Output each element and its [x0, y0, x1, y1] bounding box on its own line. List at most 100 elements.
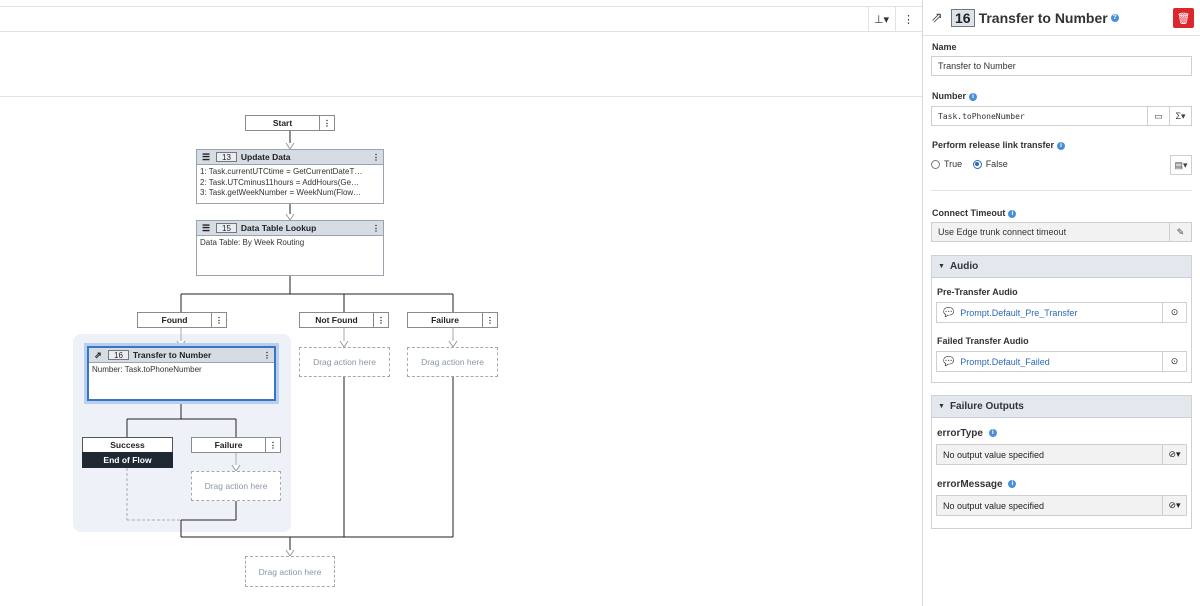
failed-transfer-label: Failed Transfer Audio — [937, 336, 1029, 346]
pre-transfer-value[interactable]: Prompt.Default_Pre_Transfer — [960, 307, 1078, 318]
update-line-1: 1: Task.currentUTCtime = GetCurrentDateT… — [200, 167, 363, 176]
branch-label: Not Found — [315, 315, 358, 325]
drop-label: Drag action here — [258, 566, 322, 577]
failed-transfer-field[interactable]: 💬 Prompt.Default_Failed ⊙ — [936, 351, 1187, 372]
canvas-more-button[interactable]: ⋮ — [895, 7, 921, 31]
info-icon[interactable]: i — [1057, 141, 1066, 150]
speech-bubble-icon: 💬 — [943, 307, 955, 317]
transfer-to-number-node[interactable]: ⇗ 16 Transfer to Number ⋮ Number: Task.t… — [87, 346, 276, 401]
number-input[interactable]: Task.toPhoneNumber ▭ Σ▾ — [931, 106, 1192, 126]
radio-true[interactable]: True — [931, 159, 962, 169]
connect-timeout-value: Use Edge trunk connect timeout — [938, 227, 1067, 237]
properties-panel: ⇗ 16 Transfer to Number ? 🗑 Name Transfe… — [922, 0, 1200, 606]
database-icon: ☰ — [201, 222, 211, 233]
update-line-3: 3: Task.getWeekNumber = WeekNum(Flow… — [200, 188, 362, 197]
branch-menu-icon[interactable]: ⋮ — [265, 438, 280, 452]
pre-transfer-label: Pre-Transfer Audio — [937, 287, 1018, 297]
node-header: ☰ 13 Update Data ⋮ — [197, 150, 383, 165]
release-options: True False — [931, 159, 1170, 171]
drop-zone-end[interactable]: Drag action here — [245, 556, 335, 587]
info-icon[interactable]: i — [969, 92, 978, 101]
help-icon[interactable]: ? — [1110, 13, 1119, 22]
vertical-ellipsis-icon: ⋮ — [903, 13, 914, 26]
end-of-flow-node[interactable]: End of Flow — [82, 452, 173, 468]
node-body: 1: Task.currentUTCtime = GetCurrentDateT… — [197, 165, 383, 201]
branch-menu-icon[interactable]: ⋮ — [211, 313, 226, 327]
node-number: 16 — [108, 350, 129, 360]
node-body: Data Table: By Week Routing — [197, 236, 383, 251]
node-title: Transfer to Number — [132, 350, 212, 360]
panel-node-number: 16 — [951, 8, 975, 27]
branch-label: Success — [110, 440, 145, 450]
play-icon[interactable]: ⊙ — [1162, 303, 1186, 322]
drop-zone-not-found[interactable]: Drag action here — [299, 347, 390, 377]
drop-label: Drag action here — [421, 357, 484, 367]
document-icon[interactable]: ▤▾ — [1170, 155, 1192, 175]
branch-menu-icon[interactable]: ⋮ — [373, 313, 388, 327]
failed-transfer-value[interactable]: Prompt.Default_Failed — [960, 356, 1050, 367]
speech-bubble-icon: 💬 — [943, 356, 955, 366]
start-menu-icon[interactable]: ⋮ — [319, 116, 334, 130]
release-radio-group: True False ▤▾ — [931, 155, 1192, 175]
canvas-divider — [0, 96, 922, 97]
branch-success[interactable]: Success — [82, 437, 173, 453]
branch-found[interactable]: Found ⋮ — [137, 312, 227, 328]
node-body: Number: Task.toPhoneNumber — [89, 363, 274, 378]
number-value: Task.toPhoneNumber — [938, 111, 1025, 121]
name-input[interactable]: Transfer to Number — [931, 56, 1192, 76]
node-header: ☰ 15 Data Table Lookup ⋮ — [197, 221, 383, 236]
branch-not-found[interactable]: Not Found ⋮ — [299, 312, 389, 328]
error-message-field[interactable]: No output value specified ⊘▾ — [936, 495, 1187, 516]
error-message-value: No output value specified — [943, 500, 1045, 511]
node-menu-icon[interactable]: ⋮ — [262, 349, 272, 360]
error-type-value: No output value specified — [943, 449, 1045, 460]
layout-button[interactable]: ⊥▾ — [868, 7, 894, 31]
info-icon[interactable]: i — [988, 429, 997, 438]
drop-zone-failure[interactable]: Drag action here — [407, 347, 498, 377]
node-title: Update Data — [240, 152, 291, 162]
pencil-icon[interactable]: ✎ — [1169, 223, 1191, 241]
info-icon[interactable]: i — [1008, 480, 1017, 489]
error-type-field[interactable]: No output value specified ⊘▾ — [936, 444, 1187, 465]
branch-label: Failure — [431, 315, 459, 325]
error-message-label-text: errorMessage — [937, 479, 1003, 490]
database-icon: ☰ — [201, 151, 211, 162]
branch-failure[interactable]: Failure ⋮ — [407, 312, 498, 328]
error-message-label: errorMessage i — [937, 479, 1017, 490]
audio-section: ▼ Audio Pre-Transfer Audio 💬 Prompt.Defa… — [931, 255, 1192, 383]
node-menu-icon[interactable]: ⋮ — [371, 151, 381, 162]
panel-title: Transfer to Number — [978, 9, 1108, 26]
lookup-line-1: Data Table: By Week Routing — [200, 238, 305, 247]
pre-transfer-field[interactable]: 💬 Prompt.Default_Pre_Transfer ⊙ — [936, 302, 1187, 323]
radio-false[interactable]: False — [972, 159, 1008, 169]
node-number: 13 — [216, 152, 237, 162]
no-value-icon[interactable]: ⊘▾ — [1162, 445, 1186, 464]
flow-canvas[interactable]: ⊥▾ ⋮ — [0, 0, 922, 606]
connect-timeout-label-text: Connect Timeout — [932, 208, 1006, 218]
failure-outputs-header[interactable]: ▼ Failure Outputs — [932, 396, 1191, 418]
data-table-lookup-node[interactable]: ☰ 15 Data Table Lookup ⋮ Data Table: By … — [196, 220, 384, 276]
branch-label: Failure — [214, 440, 243, 450]
start-label: Start — [272, 118, 293, 128]
branch-transfer-failure[interactable]: Failure ⋮ — [191, 437, 281, 453]
audio-section-header[interactable]: ▼ Audio — [932, 256, 1191, 278]
node-menu-icon[interactable]: ⋮ — [371, 222, 381, 233]
radio-false-dot — [972, 159, 982, 169]
keyboard-icon[interactable]: ▭ — [1147, 107, 1169, 125]
drop-label: Drag action here — [313, 357, 376, 367]
play-icon[interactable]: ⊙ — [1162, 352, 1186, 371]
connect-timeout-field[interactable]: Use Edge trunk connect timeout ✎ — [931, 222, 1192, 242]
expression-icon[interactable]: Σ▾ — [1169, 107, 1191, 125]
info-icon[interactable]: i — [1008, 209, 1017, 218]
drop-zone-transfer-failure[interactable]: Drag action here — [191, 471, 281, 501]
update-data-node[interactable]: ☰ 13 Update Data ⋮ 1: Task.currentUTCtim… — [196, 149, 384, 204]
delete-button[interactable]: 🗑 — [1173, 8, 1194, 28]
no-value-icon[interactable]: ⊘▾ — [1162, 496, 1186, 515]
start-node[interactable]: Start ⋮ — [245, 115, 335, 131]
trash-icon: 🗑 — [1176, 12, 1191, 25]
end-of-flow-label: End of Flow — [103, 455, 152, 465]
branch-menu-icon[interactable]: ⋮ — [482, 313, 497, 327]
